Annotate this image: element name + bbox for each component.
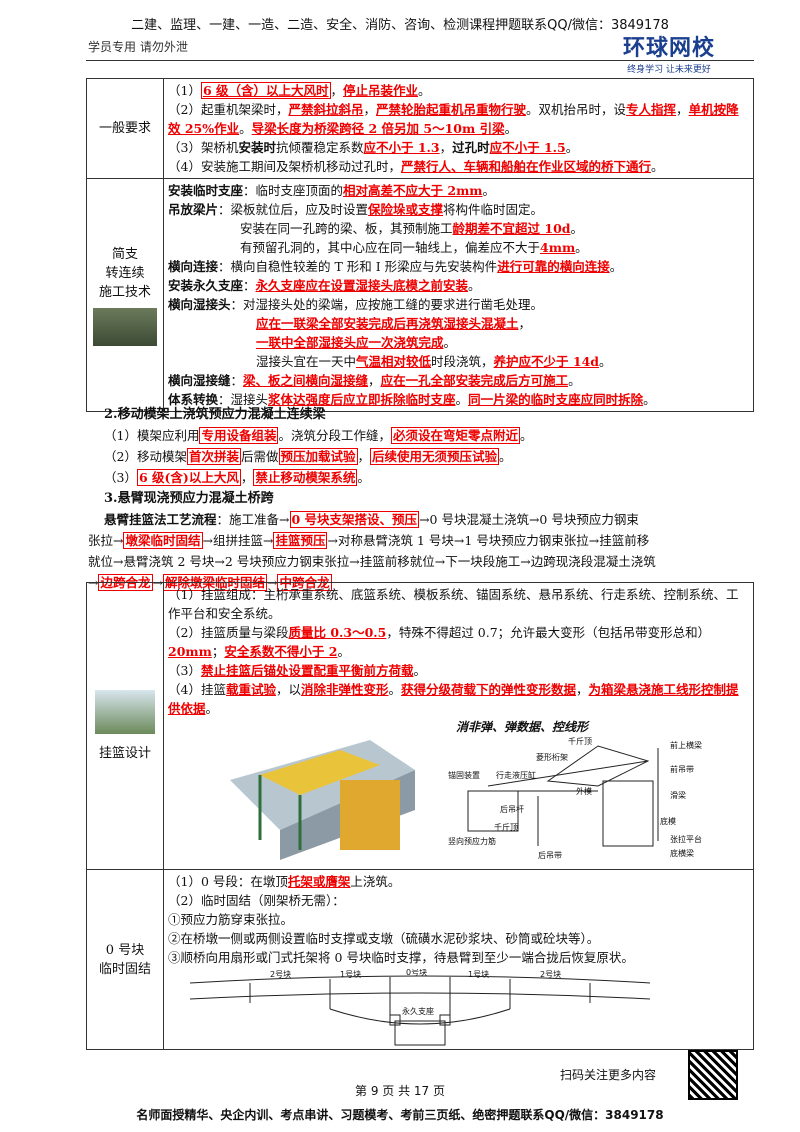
diagram-mnemonic: 消非弹、弹数据、控线形 [456,720,589,734]
segment-label: 1号块 [340,969,361,979]
diagram-label: 千斤顶 [494,822,518,832]
diagram-label: 张拉平台 [670,834,702,844]
construction-photo [93,307,157,346]
zero-block-content: （1）0 号段：在墩顶托架或膺架上浇筑。 （2）临时固结（刚架桥无需）： ①预应… [163,869,754,1050]
process-line-3: 就位→悬臂浇筑 2 号块→2 号块预应力钢束张拉→挂篮前移就位→下一块段施工→边… [88,554,656,569]
header-divider [86,60,754,61]
basket-photo [95,689,155,734]
logo-text: 环球网校 [622,36,715,61]
diagram-label: 行走液压缸 [496,770,536,780]
diagram-label: 千斤顶 [568,736,592,746]
scan-hint: 扫码关注更多内容 [560,1068,657,1082]
basket-structure-diagram: 千斤顶 前上横梁 菱形桁架 锚固装置 行走液压缸 前吊带 外模 滑梁 后吊杆 千… [448,736,702,860]
simple-continuous-content: 安装临时支座：临时支座顶面的相对高差不应大于 2mm。 吊放梁片：梁板就位后，应… [163,178,754,412]
diagram-label: 前吊带 [670,764,694,774]
general-label: 一般要求 [86,78,164,179]
segment-label: 2号块 [270,969,291,979]
section-2-line-1: （1）模架应利用专用设备组装。浇筑分段工作缝，必须设在弯矩零点附近。 [104,427,533,444]
process-line-1: 悬臂挂篮法工艺流程：施工准备→0 号块支架搭设、预压→0 号块混凝土浇筑→0 号… [104,511,639,528]
section-2-title: 2.移动模架上浇筑预应力混凝土连续梁 [104,407,326,422]
section-moving-formwork: 2.移动模架上浇筑预应力混凝土连续梁 （1）模架应利用专用设备组装。浇筑分段工作… [104,404,754,488]
section-3-title: 3.悬臂现浇预应力混凝土桥跨 [104,491,274,506]
diagram-label: 锚固装置 [448,770,480,780]
diagram-label: 外模 [576,786,592,796]
segment-label: 1号块 [468,969,489,979]
basket-design-label: 挂篮设计 [86,582,164,870]
diagram-label: 前上横梁 [670,740,702,750]
basket-design-content: （1）挂篮组成：主桁承重系统、底篮系统、模板系统、锚固系统、悬吊系统、行走系统、… [163,582,754,870]
diagram-label: 后吊杆 [500,804,524,814]
section-2-line-2: （2）移动模架首次拼装后需做预压加载试验，后续使用无须预压试验。 [104,448,512,465]
simple-continuous-label: 简支 转连续 施工技术 [86,178,164,412]
footer-banner: 名师面授精华、央企内训、考点串讲、习题模考、考前三页纸、绝密押题联系QQ/微信：… [136,1108,664,1122]
process-line-2: 张拉→墩梁临时固结→组拼挂篮→挂篮预压→对称悬臂浇筑 1 号块→1 号块预应力钢… [88,532,650,549]
general-content: （1）6 级（含）以上大风时，停止吊装作业。 （2）起重机架梁时，严禁斜拉斜吊，… [163,78,754,179]
brand-logo: 环球网校 终身学习 让未来更好 [604,30,734,75]
section-2-line-3: （3）6 级(含)以上大风，禁止移动模架系统。 [104,469,370,486]
header-banner: 二建、监理、一建、一造、二造、安全、消防、咨询、检测课程押题联系QQ/微信：38… [131,18,669,33]
logo-tagline: 终身学习 让未来更好 [627,65,711,75]
diagram-label: 后吊带 [538,850,562,860]
zero-block-label: 0 号块 临时固结 [86,869,164,1050]
bearing-label: 永久支座 [402,1006,434,1016]
diagram-label: 底横梁 [670,848,694,858]
zero-block-diagram: 2号块 1号块 0号块 1号块 2号块 永久支座 [190,969,650,1046]
basket-figures: 消非弹、弹数据、控线形 千斤顶 前上横梁 菱形桁架 [168,718,749,860]
header-notice: 学员专用 请勿外泄 [88,40,188,54]
diagram-label: 竖向预应力筋 [448,836,496,846]
section-cantilever: 3.悬臂现浇预应力混凝土桥跨 悬臂挂篮法工艺流程：施工准备→0 号块支架搭设、预… [88,488,754,593]
basket-3d-illustration [230,740,415,860]
qr-code [688,1050,738,1100]
construction-table-2: 挂篮设计 （1）挂篮组成：主桁承重系统、底篮系统、模板系统、锚固系统、悬吊系统、… [86,582,754,1050]
diagram-label: 滑梁 [670,790,686,800]
construction-table-1: 一般要求 （1）6 级（含）以上大风时，停止吊装作业。 （2）起重机架梁时，严禁… [86,78,754,412]
diagram-label: 菱形桁架 [536,752,568,762]
page-number: 第 9 页 共 17 页 [355,1084,445,1098]
segment-label: 0号块 [406,969,427,977]
diagram-label: 底模 [660,816,676,826]
segment-label: 2号块 [540,969,561,979]
